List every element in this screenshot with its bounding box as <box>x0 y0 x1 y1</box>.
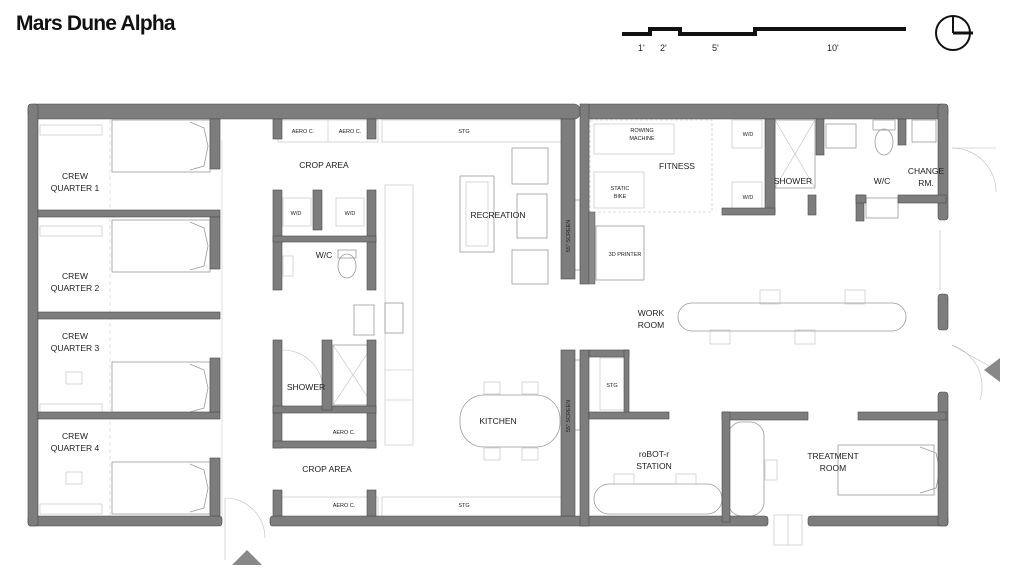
label-crop-area-top: CROP AREA <box>299 160 349 170</box>
label-work-room-b: ROOM <box>638 320 664 330</box>
label-kitchen: KITCHEN <box>479 416 516 426</box>
label-wd-fitness-top: W/D <box>743 132 754 138</box>
label-crew-quarter-2-a: CREW <box>62 271 88 281</box>
label-crew-quarter-4-a: CREW <box>62 431 88 441</box>
north-arrow-icon <box>935 15 973 51</box>
label-robot-station-a: roBOT-r <box>639 449 669 459</box>
label-shower-center: SHOWER <box>287 382 325 392</box>
entry-arrow-right <box>984 358 1000 382</box>
label-stg-work: STG <box>606 383 617 389</box>
label-crop-area-bottom: CROP AREA <box>302 464 352 474</box>
label-stg-bottom: STG <box>458 503 469 509</box>
label-static-bike-a: STATIC <box>611 186 630 192</box>
label-recreation: RECREATION <box>470 210 525 220</box>
label-change-room-b: RM. <box>918 178 934 188</box>
label-aero-c1: AERO C. <box>292 129 315 135</box>
equipment-labels: AERO C. AERO C. AERO C. AERO C. STG STG … <box>291 128 754 509</box>
label-crew-quarter-3-a: CREW <box>62 331 88 341</box>
room-labels: CREW QUARTER 1 CREW QUARTER 2 CREW QUART… <box>51 160 945 474</box>
furniture <box>39 119 997 560</box>
label-rowing-b: MACHINE <box>629 136 655 142</box>
label-treatment-room-b: ROOM <box>820 463 846 473</box>
label-wd-2: W/D <box>345 211 356 217</box>
label-work-room-a: WORK <box>638 308 665 318</box>
label-wc-right: W/C <box>874 176 891 186</box>
entry-arrow-bottom <box>232 550 262 565</box>
scale-bar: 1' 2' 5' 10' <box>622 27 906 53</box>
label-shower-right: SHOWER <box>774 176 812 186</box>
label-rowing-a: ROWING <box>630 128 653 134</box>
label-screen-2: 55" SCREEN <box>566 400 572 433</box>
label-wc-center: W/C <box>316 250 333 260</box>
label-aero-c2: AERO C. <box>339 129 362 135</box>
label-aero-c4: AERO C. <box>333 503 356 509</box>
plan-title: Mars Dune Alpha <box>16 12 176 35</box>
scale-label-2: 2' <box>660 43 667 53</box>
bed-quarter-1 <box>39 119 211 173</box>
label-fitness: FITNESS <box>659 161 695 171</box>
bed-quarter-4 <box>39 461 211 515</box>
label-crew-quarter-2-b: QUARTER 2 <box>51 283 100 293</box>
label-stg-top: STG <box>458 129 469 135</box>
label-wd-1: W/D <box>291 211 302 217</box>
label-crew-quarter-1-b: QUARTER 1 <box>51 183 100 193</box>
scale-label-1: 1' <box>638 43 645 53</box>
label-wd-fitness-bottom: W/D <box>743 195 754 201</box>
label-change-room-a: CHANGE <box>908 166 945 176</box>
label-robot-station-b: STATION <box>636 461 672 471</box>
label-treatment-room-a: TREATMENT <box>807 451 858 461</box>
label-3d-printer: 3D PRINTER <box>609 252 642 258</box>
label-crew-quarter-1-a: CREW <box>62 171 88 181</box>
label-crew-quarter-4-b: QUARTER 4 <box>51 443 100 453</box>
bed-quarter-2 <box>39 219 211 273</box>
bed-quarter-3 <box>39 361 211 415</box>
label-aero-c3: AERO C. <box>333 430 356 436</box>
walls <box>27 103 949 527</box>
scale-label-5: 5' <box>712 43 719 53</box>
label-screen-1: 55" SCREEN <box>566 220 572 253</box>
label-crew-quarter-3-b: QUARTER 3 <box>51 343 100 353</box>
label-static-bike-b: BIKE <box>614 194 627 200</box>
scale-label-10: 10' <box>827 43 839 53</box>
